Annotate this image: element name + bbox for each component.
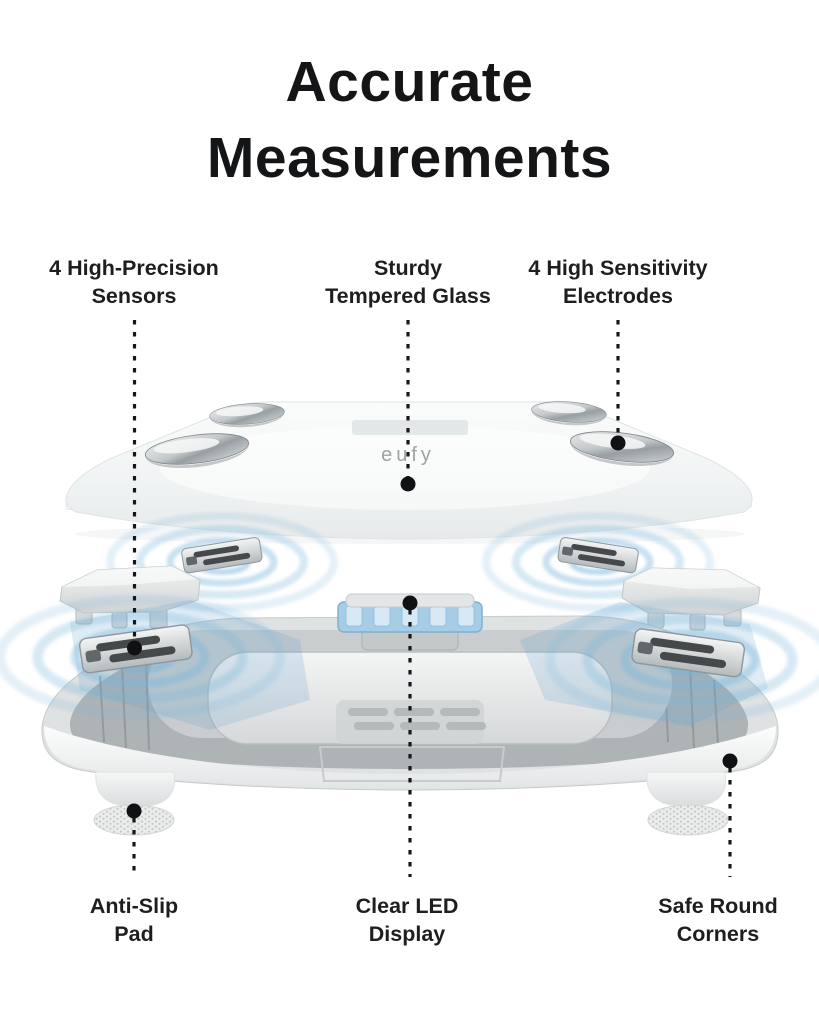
foot-right xyxy=(646,771,727,808)
label-high-precision-sensors: 4 High-Precision Sensors xyxy=(4,255,264,310)
label-line: Tempered Glass xyxy=(325,283,491,308)
label-line: 4 High Sensitivity xyxy=(528,256,708,280)
title-line-2: Measurements xyxy=(206,126,613,190)
label-line: 4 High-Precision xyxy=(49,256,219,280)
label-anti-slip-pad: Anti-Slip Pad xyxy=(4,893,264,948)
base-front-face xyxy=(44,726,776,789)
callout-dot-sensors xyxy=(127,640,142,656)
label-line: Safe Round xyxy=(658,894,778,918)
led-display-hint xyxy=(352,420,468,435)
led-display-module xyxy=(337,593,483,651)
callout-dot-pad xyxy=(126,803,142,819)
label-line: Corners xyxy=(676,921,760,946)
label-high-sensitivity-electrodes: 4 High Sensitivity Electrodes xyxy=(488,255,748,310)
callout-dots xyxy=(126,435,738,819)
foot-left xyxy=(95,771,176,808)
label-line: Anti-Slip xyxy=(89,894,179,918)
page-title: Accurate Measurements xyxy=(0,44,819,196)
label-line: Pad xyxy=(114,921,154,946)
title-line-1: Accurate xyxy=(285,50,534,114)
callout-lines xyxy=(132,320,732,877)
label-clear-led-display: Clear LED Display xyxy=(277,893,537,948)
callout-dot-display xyxy=(402,595,418,611)
label-line: Clear LED xyxy=(355,894,459,918)
feet-and-pads xyxy=(93,771,729,836)
label-line: Sturdy xyxy=(373,256,443,280)
anti-slip-pad-right xyxy=(647,804,729,836)
glass-plate: eufy xyxy=(65,398,753,544)
label-tempered-glass: Sturdy Tempered Glass xyxy=(278,255,538,310)
callout-dot-glass xyxy=(400,476,416,492)
brand-logo: eufy xyxy=(381,444,435,466)
callout-dot-electrodes xyxy=(610,435,626,451)
label-line: Display xyxy=(368,921,446,946)
battery-door xyxy=(318,746,506,782)
callout-dot-corners xyxy=(722,753,738,769)
label-line: Electrodes xyxy=(563,283,673,308)
glass-highlight xyxy=(160,426,650,510)
label-safe-round-corners: Safe Round Corners xyxy=(588,893,819,948)
label-line: Sensors xyxy=(91,283,177,308)
